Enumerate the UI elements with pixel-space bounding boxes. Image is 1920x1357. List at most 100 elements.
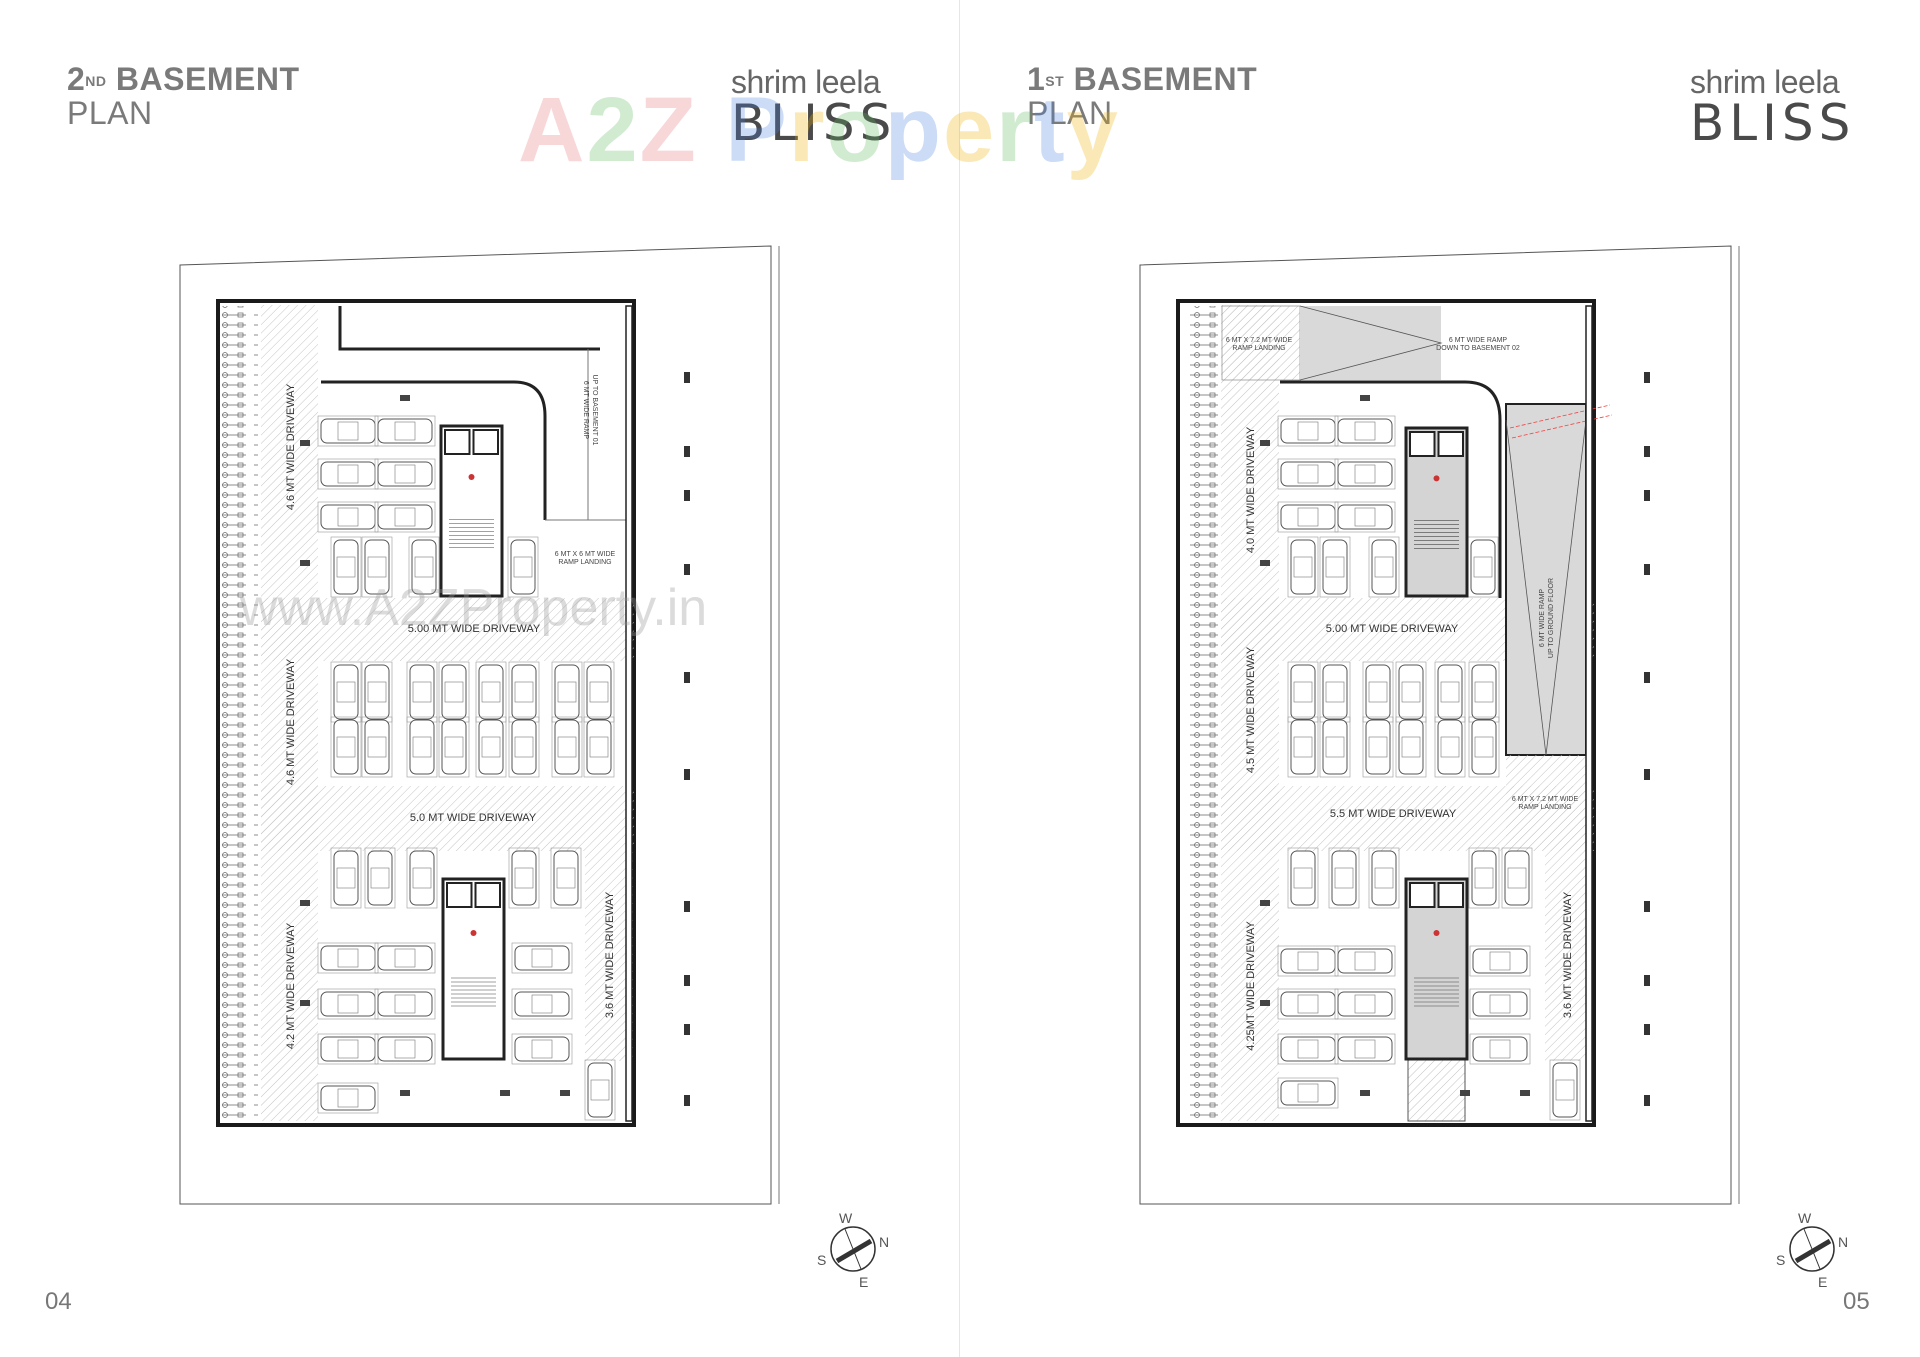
parking-bay xyxy=(1468,847,1500,909)
parking-bay xyxy=(508,716,540,778)
parking-bay xyxy=(1368,536,1400,598)
car-roof xyxy=(336,556,356,578)
logo-sub: shrim leela xyxy=(731,64,881,100)
title-line2: PLAN xyxy=(67,95,153,131)
car-icon xyxy=(511,664,537,720)
car-roof xyxy=(481,681,501,703)
car-icon xyxy=(1365,719,1391,775)
label-drive-top-left: 4.6 MT WIDE DRIVEWAY xyxy=(285,383,297,510)
car-icon xyxy=(1322,539,1348,595)
car-icon xyxy=(514,945,570,971)
car-roof xyxy=(1334,867,1354,889)
parking-bay xyxy=(1334,945,1396,977)
parking-bay xyxy=(330,847,362,909)
car-icon xyxy=(1337,504,1393,530)
car-icon xyxy=(1322,664,1348,720)
column xyxy=(1260,900,1270,906)
ramp-down xyxy=(1300,306,1441,380)
car-roof xyxy=(1489,994,1511,1014)
parking-bay xyxy=(1334,988,1396,1020)
car-icon xyxy=(409,664,435,720)
parking-bay xyxy=(1319,536,1351,598)
car-roof xyxy=(1507,867,1527,889)
parking-bay xyxy=(1287,847,1319,909)
label-landing: 6 MT X 6 MT WIDE xyxy=(555,551,616,558)
car-icon xyxy=(320,1036,376,1062)
parking-bay xyxy=(1277,1077,1339,1109)
parking-bay xyxy=(374,942,436,974)
car-icon xyxy=(1280,461,1336,487)
parking-bay xyxy=(374,458,436,490)
car-roof xyxy=(1555,1079,1575,1101)
car-roof xyxy=(1293,867,1313,889)
site-boundary xyxy=(179,245,772,1205)
parking-bay xyxy=(361,716,393,778)
compass-e: E xyxy=(1818,1274,1827,1290)
page-number: 04 xyxy=(45,1288,72,1315)
label-drive-band-1: 5.00 MT WIDE DRIVEWAY xyxy=(1326,623,1459,635)
column xyxy=(300,900,310,906)
parking-bay xyxy=(374,1033,436,1065)
label-landing-top: 6 MT X 7.2 MT WIDE xyxy=(1226,337,1293,344)
east-wall xyxy=(625,305,633,1122)
parking-bay xyxy=(1501,847,1533,909)
car-icon xyxy=(1471,664,1497,720)
column-marker xyxy=(684,564,690,575)
lift-icon xyxy=(472,429,499,455)
lift-icon xyxy=(1437,882,1464,908)
compass-s: S xyxy=(1776,1252,1785,1268)
label-drive-bot-left: 4.2 MT WIDE DRIVEWAY xyxy=(285,922,297,1049)
driveway-band-2 xyxy=(261,786,634,851)
car-roof xyxy=(1401,681,1421,703)
car-icon xyxy=(1371,850,1397,906)
parking-bay xyxy=(1469,945,1531,977)
car-roof xyxy=(1297,464,1319,484)
column xyxy=(1360,395,1370,401)
car-roof xyxy=(1297,951,1319,971)
car-roof xyxy=(1325,681,1345,703)
car-icon xyxy=(1470,539,1496,595)
car-icon xyxy=(1504,850,1530,906)
car-icon xyxy=(514,1036,570,1062)
title-suffix: ND xyxy=(85,73,107,89)
car-roof xyxy=(1293,556,1313,578)
car-roof xyxy=(531,1039,553,1059)
label-drive-right: 3.6 MT WIDE DRIVEWAY xyxy=(604,891,616,1018)
column-marker xyxy=(1644,1024,1650,1035)
car-icon xyxy=(333,719,359,775)
parking-bay xyxy=(408,536,440,598)
parking-bay xyxy=(508,847,540,909)
car-roof xyxy=(336,736,356,758)
section-line xyxy=(1509,404,1613,439)
parking-bay xyxy=(551,716,583,778)
car-roof xyxy=(412,681,432,703)
page-2nd-basement: 2ND BASEMENT PLAN shrim leela BLISS 04 xyxy=(45,0,960,1357)
car-icon xyxy=(1472,948,1528,974)
car-roof xyxy=(337,507,359,527)
parking-bay xyxy=(511,988,573,1020)
column-marker xyxy=(1644,975,1650,986)
car-roof xyxy=(1489,1039,1511,1059)
car-roof xyxy=(367,736,387,758)
car-icon xyxy=(511,719,537,775)
car-icon xyxy=(1280,418,1336,444)
parking-bay xyxy=(1549,1059,1581,1121)
car-icon xyxy=(1331,850,1357,906)
car-roof xyxy=(1297,1083,1319,1103)
car-icon xyxy=(1322,719,1348,775)
label-drive-right: 3.6 MT WIDE DRIVEWAY xyxy=(1562,891,1574,1018)
car-icon xyxy=(554,664,580,720)
label-landing-bot: 6 MT X 7.2 MT WIDE xyxy=(1512,796,1579,803)
car-icon xyxy=(1398,664,1424,720)
car-roof xyxy=(444,736,464,758)
parking-bay xyxy=(1368,847,1400,909)
parking-bay xyxy=(1287,536,1319,598)
car-roof xyxy=(1293,681,1313,703)
car-icon xyxy=(333,850,359,906)
car-roof xyxy=(444,681,464,703)
car-roof xyxy=(414,556,434,578)
lift-icon xyxy=(474,882,501,908)
title-word: BASEMENT xyxy=(1073,61,1258,97)
column xyxy=(300,1000,310,1006)
column xyxy=(1260,560,1270,566)
